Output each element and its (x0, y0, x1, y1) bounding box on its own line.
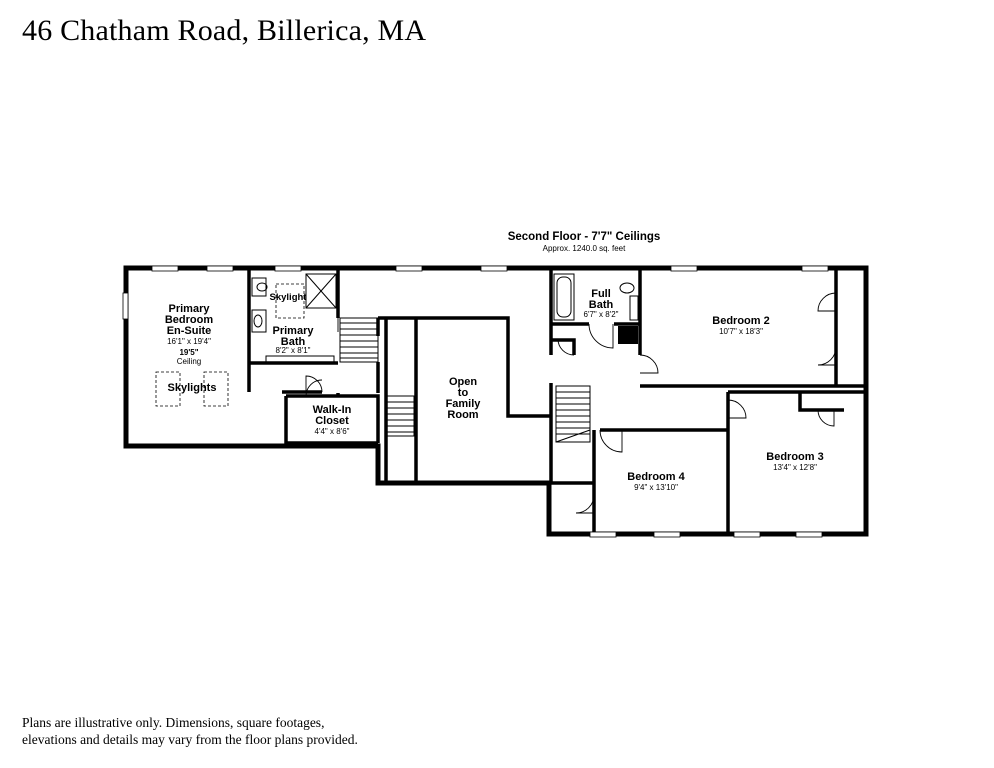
family-room-label-3: Family (446, 398, 482, 410)
bathroom-fixtures (251, 273, 639, 363)
bedroom-4-dims: 9'4" x 13'10" (634, 483, 678, 492)
primary-bedroom-label-2: Bedroom (165, 314, 214, 326)
skylight-label: Skylight (270, 292, 308, 303)
primary-bath-label-1: Primary (273, 325, 315, 337)
walk-in-closet-label-2: Closet (315, 415, 349, 427)
primary-bedroom-dims: 16'1" x 19'4" (167, 337, 211, 346)
floor-name: Second Floor - 7'7" Ceilings (508, 231, 661, 243)
family-room-label-1: Open (449, 376, 477, 388)
floor-area: Approx. 1240.0 sq. feet (543, 244, 627, 253)
full-bath-label-1: Full (591, 288, 611, 300)
stairs-right (555, 385, 591, 443)
skylights-label: Skylights (168, 382, 217, 394)
family-room-label-4: Room (447, 409, 478, 421)
exterior-walls (123, 265, 869, 537)
bedroom-2-dims: 10'7" x 18'3" (719, 327, 763, 336)
bedroom-4-label: Bedroom 4 (627, 471, 685, 483)
bedroom-3-dims: 13'4" x 12'8" (773, 463, 817, 472)
full-bath-dims: 6'7" x 8'2" (584, 310, 619, 319)
walk-in-closet-label-1: Walk-In (313, 404, 352, 416)
primary-bedroom-ceiling-label: Ceiling (177, 357, 201, 366)
bedroom-3-label: Bedroom 3 (766, 451, 823, 463)
disclaimer-line-2: elevations and details may vary from the… (22, 732, 358, 747)
skylights (155, 371, 229, 407)
full-bath-label-2: Bath (589, 299, 614, 311)
primary-bedroom-ceiling-height: 19'5" (179, 348, 198, 357)
primary-bath-label-2: Bath (281, 336, 306, 348)
page-title: 46 Chatham Road, Billerica, MA (22, 14, 427, 47)
primary-bath-dims: 8'2" x 8'1" (276, 346, 311, 355)
windows (122, 265, 829, 538)
primary-bedroom-label-1: Primary (169, 303, 211, 315)
disclaimer-line-1: Plans are illustrative only. Dimensions,… (22, 715, 325, 730)
primary-bedroom-label-3: En-Suite (167, 325, 212, 337)
doors (305, 292, 837, 514)
disclaimer: Plans are illustrative only. Dimensions,… (22, 714, 482, 748)
bedroom-2-label: Bedroom 2 (712, 315, 769, 327)
family-room-label-2: to (458, 387, 469, 399)
walk-in-closet-dims: 4'4" x 8'6" (315, 427, 350, 436)
stairs-left (339, 317, 415, 437)
